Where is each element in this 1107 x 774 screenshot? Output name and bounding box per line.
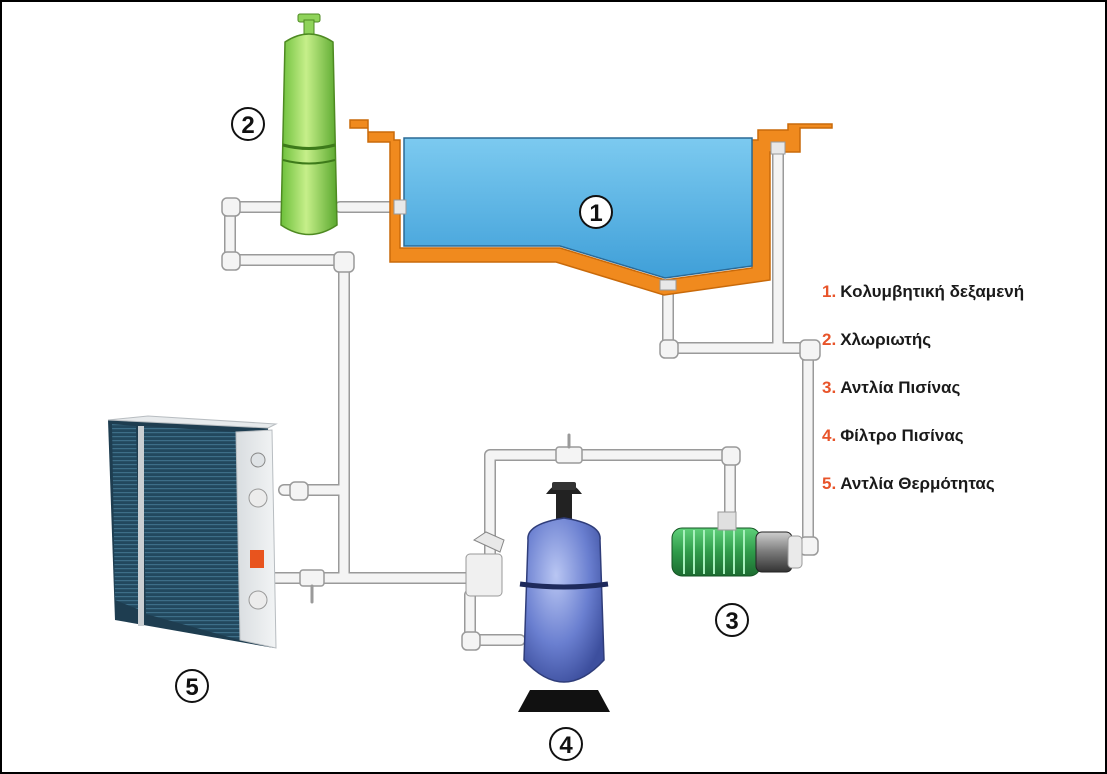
marker-pool-label: 1 xyxy=(589,200,602,227)
legend-item-number: 1. xyxy=(822,282,837,301)
legend-item-number: 2. xyxy=(822,330,837,349)
legend-item-label: Φίλτρο Πισίνας xyxy=(840,426,964,445)
marker-chlorinator: 2 xyxy=(231,107,265,141)
legend-item-label: Αντλία Θερμότητας xyxy=(840,474,995,493)
legend-item: 3.Αντλία Πισίνας xyxy=(822,372,1102,420)
legend-item: 2.Χλωριωτής xyxy=(822,324,1102,372)
marker-chlorinator-label: 2 xyxy=(241,112,254,139)
pipe-main-drain xyxy=(662,279,814,551)
legend-item-number: 5. xyxy=(822,474,837,493)
swimming-pool xyxy=(349,119,833,296)
marker-pump: 3 xyxy=(715,603,749,637)
pool-inlet xyxy=(393,199,407,215)
pool-pump xyxy=(671,511,803,577)
marker-heat-pump-label: 5 xyxy=(185,674,198,701)
heat-pump-unit xyxy=(107,415,278,649)
pipe-network xyxy=(221,144,821,651)
legend-item-label: Χλωριωτής xyxy=(840,330,932,349)
pool-wall xyxy=(349,119,833,296)
marker-filter: 4 xyxy=(549,727,583,761)
legend-item-number: 4. xyxy=(822,426,837,445)
legend-item: 4.Φίλτρο Πισίνας xyxy=(822,420,1102,468)
marker-heat-pump: 5 xyxy=(175,669,209,703)
marker-filter-label: 4 xyxy=(559,732,573,759)
legend-item: 5.Αντλία Θερμότητας xyxy=(822,468,1102,516)
legend-item-label: Κολυμβητική δεξαμενή xyxy=(840,282,1025,301)
chlorinator xyxy=(280,13,338,236)
pool-water xyxy=(403,137,753,279)
skimmer-outlet xyxy=(770,141,786,155)
legend-item-number: 3. xyxy=(822,378,837,397)
legend-item-label: Αντλία Πισίνας xyxy=(840,378,961,397)
main-drain xyxy=(659,279,677,291)
legend-item: 1.Κολυμβητική δεξαμενή xyxy=(822,276,1102,324)
sand-filter xyxy=(465,482,610,712)
marker-pump-label: 3 xyxy=(725,608,738,635)
marker-pool: 1 xyxy=(579,195,613,229)
